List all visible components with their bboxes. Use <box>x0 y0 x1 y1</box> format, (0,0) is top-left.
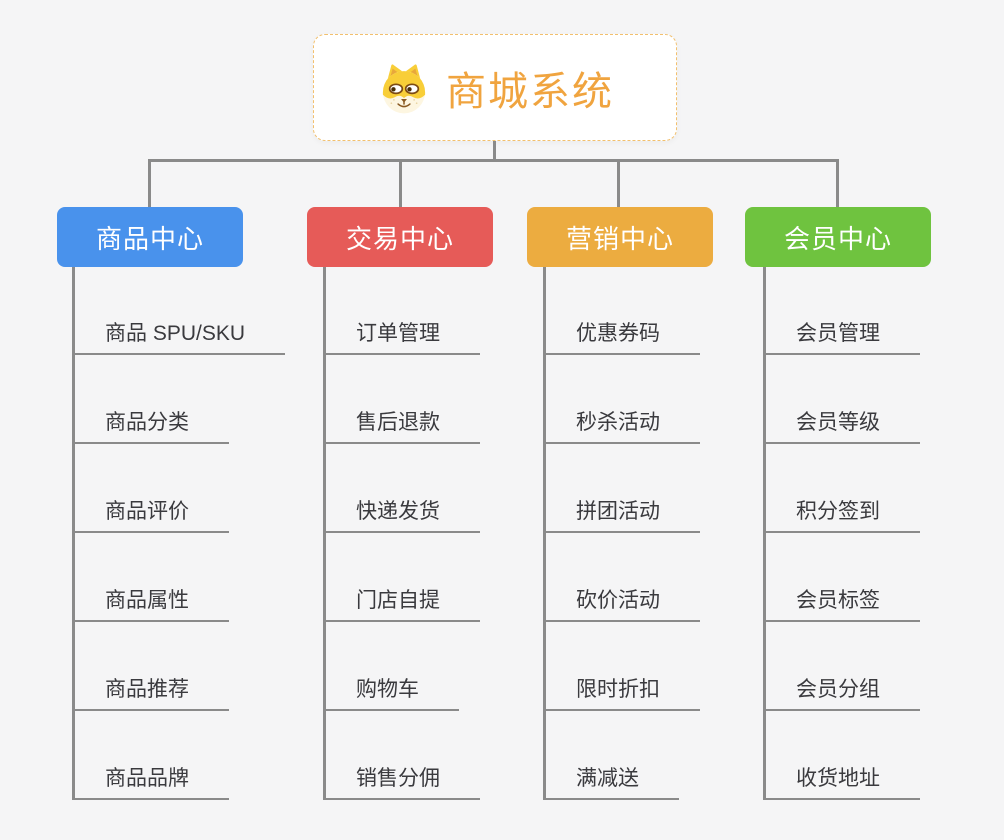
connector-horizontal-rail <box>148 159 839 162</box>
connector-drop-member <box>836 159 839 208</box>
branch-children-member-center: 会员管理 会员等级 积分签到 会员标签 会员分组 收货地址 <box>763 267 920 800</box>
child-topic[interactable]: 快递发货 <box>326 444 480 533</box>
connector-drop-trade <box>399 159 402 208</box>
child-topic[interactable]: 售后退款 <box>326 355 480 444</box>
child-topic[interactable]: 满减送 <box>546 711 679 800</box>
child-topic[interactable]: 秒杀活动 <box>546 355 700 444</box>
child-topic[interactable]: 会员管理 <box>766 267 920 355</box>
child-topic[interactable]: 限时折扣 <box>546 622 700 711</box>
child-topic[interactable]: 商品推荐 <box>75 622 229 711</box>
child-topic[interactable]: 会员分组 <box>766 622 920 711</box>
child-topic[interactable]: 会员等级 <box>766 355 920 444</box>
child-topic[interactable]: 收货地址 <box>766 711 920 800</box>
connector-drop-marketing <box>617 159 620 208</box>
child-topic[interactable]: 商品分类 <box>75 355 229 444</box>
child-topic[interactable]: 优惠券码 <box>546 267 700 355</box>
branch-children-marketing-center: 优惠券码 秒杀活动 拼团活动 砍价活动 限时折扣 满减送 <box>543 267 700 800</box>
root-node[interactable]: 商城系统 <box>313 34 677 141</box>
connector-root-stub <box>493 141 496 160</box>
branch-node-marketing-center[interactable]: 营销中心 <box>527 207 713 267</box>
child-topic[interactable]: 商品品牌 <box>75 711 229 800</box>
child-topic[interactable]: 订单管理 <box>326 267 480 355</box>
branch-node-trade-center[interactable]: 交易中心 <box>307 207 493 267</box>
dog-face-icon <box>382 63 426 113</box>
branch-node-product-center[interactable]: 商品中心 <box>57 207 243 267</box>
child-topic[interactable]: 会员标签 <box>766 533 920 622</box>
child-topic[interactable]: 购物车 <box>326 622 459 711</box>
child-topic[interactable]: 砍价活动 <box>546 533 700 622</box>
root-node-title: 商城系统 <box>446 69 614 114</box>
child-topic[interactable]: 积分签到 <box>766 444 920 533</box>
child-topic[interactable]: 销售分佣 <box>326 711 480 800</box>
connector-drop-product <box>148 159 151 208</box>
child-topic[interactable]: 拼团活动 <box>546 444 700 533</box>
child-topic[interactable]: 门店自提 <box>326 533 480 622</box>
branch-children-product-center: 商品 SPU/SKU 商品分类 商品评价 商品属性 商品推荐 商品品牌 <box>72 267 286 800</box>
branch-node-member-center[interactable]: 会员中心 <box>745 207 931 267</box>
child-topic[interactable]: 商品 SPU/SKU <box>75 267 286 355</box>
child-topic[interactable]: 商品评价 <box>75 444 229 533</box>
branch-children-trade-center: 订单管理 售后退款 快递发货 门店自提 购物车 销售分佣 <box>323 267 480 800</box>
child-topic[interactable]: 商品属性 <box>75 533 229 622</box>
